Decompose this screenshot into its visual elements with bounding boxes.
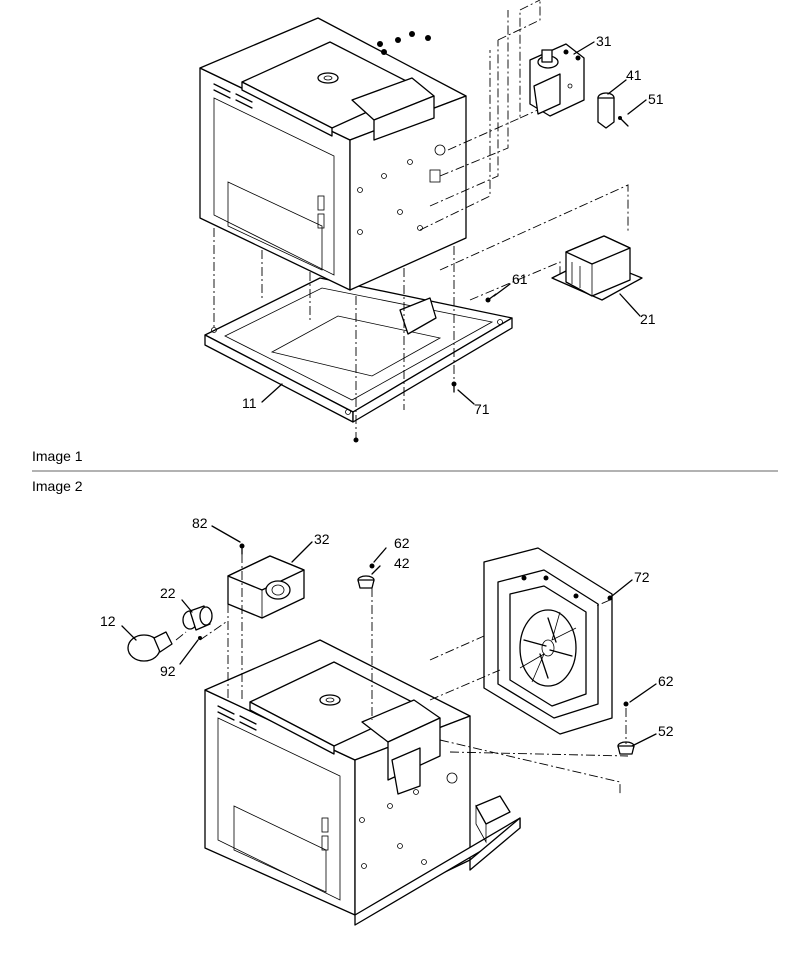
part-82-screw <box>239 543 245 555</box>
part-71-screw <box>451 381 457 393</box>
callout-92: 92 <box>160 663 176 679</box>
part-31-magnetron <box>529 43 585 117</box>
callout-11: 11 <box>242 395 257 411</box>
fan-assembly-panel <box>483 547 613 735</box>
part-32-lamp-housing <box>227 555 305 619</box>
image1-leader-lines <box>261 41 647 405</box>
callout-61: 61 <box>512 271 528 287</box>
image2-leader-lines <box>121 525 657 747</box>
part-51-screw <box>618 116 629 127</box>
image2-assembly-lines <box>175 554 629 796</box>
part-21-transformer <box>551 235 643 301</box>
callout-72: 72 <box>634 569 650 585</box>
part-42-thermostat <box>357 563 375 589</box>
callout-32: 32 <box>314 531 330 547</box>
image2-assembly: 82 32 62 42 22 12 92 72 62 52 <box>100 515 674 926</box>
callout-82: 82 <box>192 515 208 531</box>
callout-22: 22 <box>160 585 176 601</box>
part-22-lamp-socket <box>182 605 213 631</box>
callout-62-right: 62 <box>658 673 674 689</box>
caption-image-2: Image 2 <box>32 478 83 494</box>
oven-cavity-bottom <box>204 639 521 926</box>
caption-image-1: Image 1 <box>32 448 83 464</box>
part-12-lamp-bulb <box>127 631 173 662</box>
callout-71: 71 <box>474 401 490 417</box>
callout-12: 12 <box>100 613 116 629</box>
part-72-screw <box>607 595 613 601</box>
callout-21: 21 <box>640 311 656 327</box>
callout-52: 52 <box>658 723 674 739</box>
callout-31: 31 <box>596 33 612 49</box>
callout-51: 51 <box>648 91 664 107</box>
oven-cavity-top <box>199 17 467 291</box>
callout-41: 41 <box>626 67 642 83</box>
callout-62-top: 62 <box>394 535 410 551</box>
part-52-thermostat <box>617 701 635 755</box>
part-11-base-tray <box>204 277 513 423</box>
part-41-capacitor <box>597 92 615 129</box>
image1-assembly: 31 41 51 61 21 11 71 <box>199 0 664 443</box>
callout-42: 42 <box>394 555 410 571</box>
